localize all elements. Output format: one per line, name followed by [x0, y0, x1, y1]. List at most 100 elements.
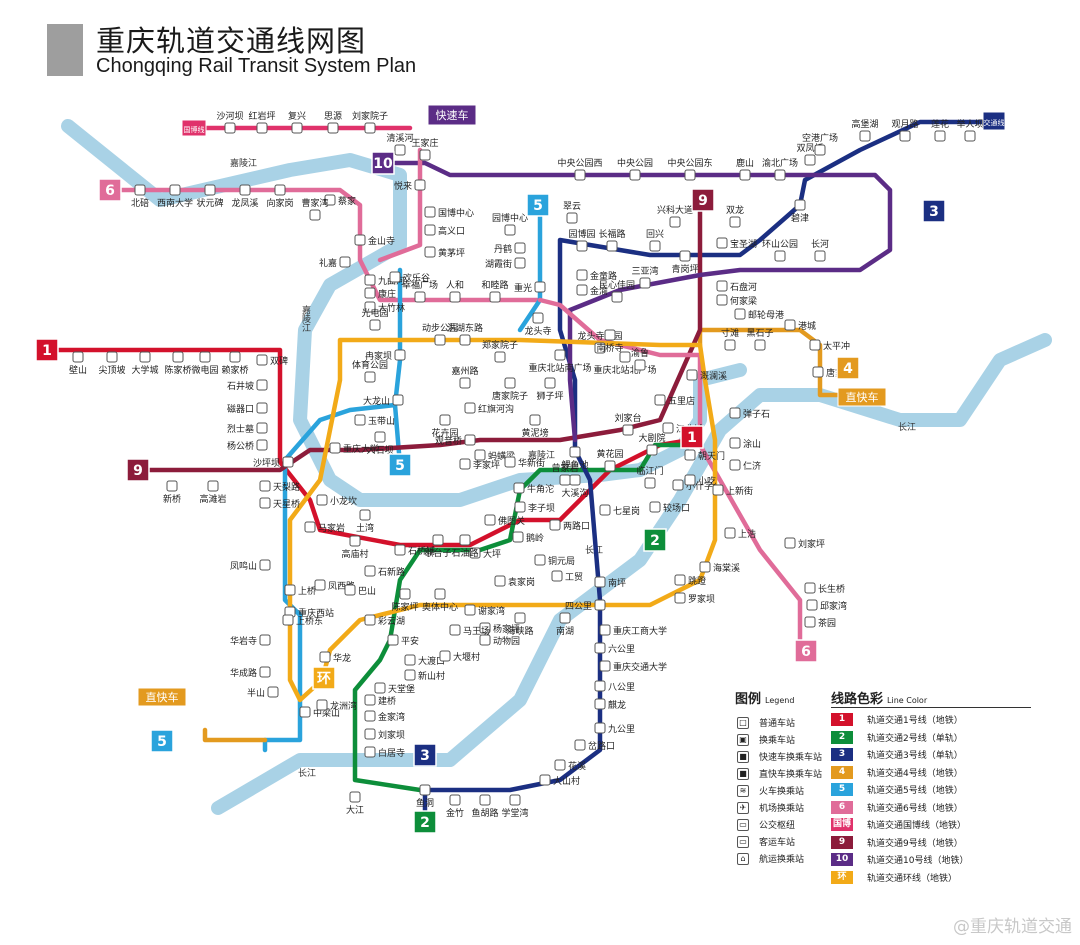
station-5[interactable]: 刘家院子	[352, 110, 388, 134]
station-187[interactable]: 岔路口	[574, 739, 615, 752]
station-171[interactable]: 动物园	[479, 634, 520, 647]
station-41[interactable]: 碧津	[791, 199, 809, 224]
station-144[interactable]: 海棠溪	[699, 561, 740, 574]
station-66[interactable]: 寸滩	[721, 327, 739, 351]
station-160[interactable]: 巴山	[344, 584, 376, 597]
line-badge-环[interactable]: 环	[312, 666, 336, 690]
station-166[interactable]: 华龙	[319, 651, 351, 664]
station-82[interactable]: 洪湖东路	[447, 322, 483, 346]
station-118[interactable]: 天梨路	[259, 480, 300, 493]
station-106[interactable]: 涂山	[729, 437, 761, 450]
station-6[interactable]: 清溪河	[386, 132, 414, 156]
station-9[interactable]: 西南大学	[157, 184, 193, 209]
line-badge-3[interactable]: 3	[413, 743, 437, 767]
station-51[interactable]: 金童路	[576, 269, 617, 282]
station-156[interactable]: 陈家坪	[391, 588, 419, 613]
station-33[interactable]: 鹿山	[736, 157, 754, 181]
station-72[interactable]: 陈家桥	[164, 351, 192, 376]
station-62[interactable]: 何家梁	[716, 294, 757, 307]
station-89[interactable]: 狮子坪	[536, 377, 564, 402]
station-46[interactable]: 园博园	[568, 228, 596, 252]
station-2[interactable]: 红岩坪	[248, 110, 276, 134]
station-196[interactable]: 上桥东	[282, 614, 323, 627]
station-38[interactable]: 观月路	[891, 118, 919, 142]
station-92[interactable]: 渝鲁	[631, 347, 649, 371]
station-195[interactable]: 小吃	[684, 474, 716, 487]
station-97[interactable]: 花卉园	[431, 414, 459, 439]
station-179[interactable]: 白居寺	[364, 746, 405, 759]
station-119[interactable]: 天星桥	[259, 497, 300, 510]
station-161[interactable]: 彩云湖	[364, 614, 405, 627]
station-167[interactable]: 半山	[247, 686, 279, 699]
station-78[interactable]: 烈士墓	[227, 422, 268, 435]
line-badge-9[interactable]: 9	[691, 188, 715, 212]
station-130[interactable]: 牛角沱	[513, 482, 554, 495]
line-badge-6[interactable]: 6	[794, 639, 818, 663]
station-180[interactable]: 大江	[346, 791, 364, 816]
line-badge-10[interactable]: 10	[371, 151, 395, 175]
station-189[interactable]: 麒龙	[594, 698, 626, 711]
station-182[interactable]: 金竹	[446, 794, 464, 819]
station-188[interactable]: 九公里	[594, 722, 635, 735]
station-69[interactable]: 壁山	[69, 351, 87, 376]
line-badge-2[interactable]: 2	[413, 810, 437, 834]
line-badge-9[interactable]: 9	[126, 458, 150, 482]
station-18[interactable]: 黄茅坪	[424, 246, 465, 259]
station-164[interactable]: 华岩寺	[230, 634, 271, 647]
station-48[interactable]: 回兴	[646, 229, 664, 252]
station-83[interactable]: 冉家坝	[365, 349, 406, 362]
station-101[interactable]: 观音桥	[435, 434, 476, 447]
station-59[interactable]: 环山公园	[762, 239, 798, 262]
station-139[interactable]: 上浩	[724, 527, 756, 540]
station-132[interactable]: 佛图关	[484, 514, 525, 527]
station-3[interactable]: 复兴	[288, 110, 306, 134]
station-141[interactable]: 长生桥	[804, 582, 845, 595]
station-107[interactable]: 重庆大学	[329, 442, 379, 455]
station-10[interactable]: 状元碑	[196, 184, 224, 209]
station-112[interactable]: 朝天门	[684, 449, 725, 462]
station-197[interactable]: 龙洲湾	[316, 699, 357, 712]
station-193[interactable]: 重庆工商大学	[599, 624, 667, 637]
station-131[interactable]: 李子坝	[514, 501, 555, 514]
station-11[interactable]: 龙凤溪	[231, 184, 259, 209]
station-127[interactable]: 黄花园	[596, 448, 624, 472]
station-120[interactable]: 小龙坎	[316, 494, 357, 507]
station-86[interactable]: 嘉州路	[451, 365, 479, 389]
station-158[interactable]: 凤鸣山	[230, 559, 271, 572]
station-181[interactable]: 鱼洞	[416, 784, 434, 809]
station-58[interactable]: 宝圣湖	[716, 237, 757, 250]
station-142[interactable]: 邱家湾	[806, 599, 847, 612]
station-99[interactable]: 玉带山	[354, 414, 395, 427]
station-122[interactable]: 土湾	[356, 509, 374, 534]
station-22[interactable]: 欢乐谷	[389, 271, 430, 284]
station-12[interactable]: 向家岗	[266, 184, 294, 209]
station-125[interactable]: 较场口	[649, 501, 690, 514]
station-108[interactable]: 李家坪	[459, 458, 500, 471]
line-badge-5[interactable]: 5	[388, 453, 412, 477]
station-155[interactable]: 奥体中心	[422, 588, 458, 613]
station-4[interactable]: 思源	[324, 111, 342, 134]
station-154[interactable]: 袁家岗	[494, 575, 535, 588]
station-147[interactable]: 工贸	[551, 570, 583, 583]
station-185[interactable]: 大山村	[539, 774, 580, 787]
station-23[interactable]: 康庄	[364, 287, 396, 300]
line-badge-6[interactable]: 6	[98, 178, 122, 202]
station-138[interactable]: 石油路	[451, 534, 479, 559]
station-34[interactable]: 渝北广场	[762, 157, 798, 181]
station-15[interactable]: 悦来	[394, 179, 426, 192]
station-102[interactable]: 鲤鱼池	[561, 446, 589, 471]
station-149[interactable]: 四公里	[565, 599, 606, 612]
station-43[interactable]: 丹鹤	[494, 242, 526, 255]
station-191[interactable]: 重庆交通大学	[599, 660, 667, 673]
station-17[interactable]: 高义口	[424, 224, 465, 237]
station-114[interactable]: 仁济	[729, 459, 761, 472]
station-25[interactable]: 光电园	[361, 307, 389, 331]
station-27[interactable]: 人和	[446, 280, 464, 303]
station-1[interactable]: 沙河坝	[216, 110, 244, 134]
station-110[interactable]: 华新街	[504, 456, 545, 469]
station-177[interactable]: 金家湾	[364, 710, 405, 723]
station-146[interactable]: 铜元局	[534, 554, 575, 567]
station-95[interactable]: 南桥寺	[596, 329, 624, 354]
station-84[interactable]: 郑家院子	[482, 339, 518, 363]
station-24[interactable]: 大竹林	[364, 301, 405, 314]
